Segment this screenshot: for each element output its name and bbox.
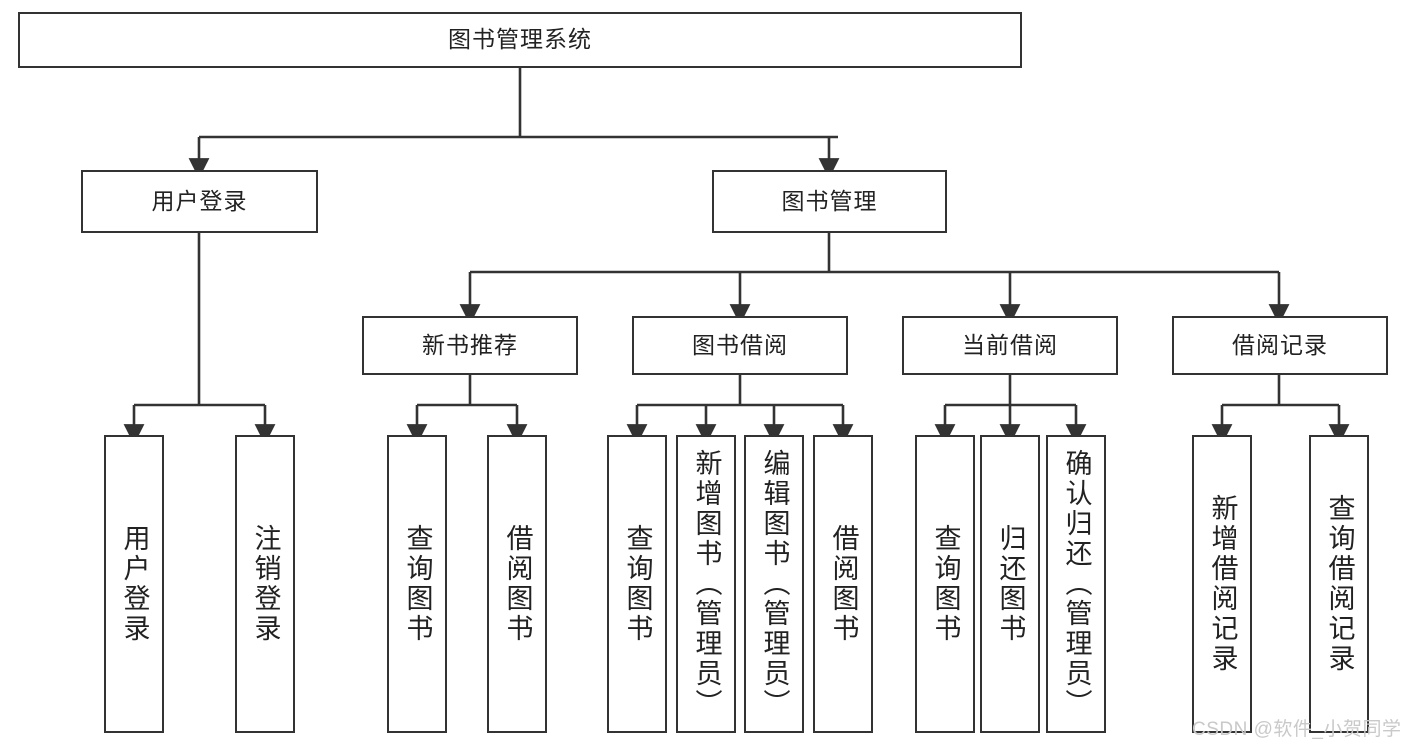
node-label: 图书管理系统 [448, 26, 592, 53]
node-leaf-confirm-return-admin[interactable]: 确认归还（管理员） [1046, 435, 1106, 733]
node-label: 确认归还（管理员） [1061, 449, 1092, 719]
node-leaf-user-login[interactable]: 用户登录 [104, 435, 164, 733]
node-label: 新增图书（管理员） [691, 449, 722, 719]
node-leaf-query-book-current[interactable]: 查询图书 [915, 435, 975, 733]
node-leaf-query-book-recommend[interactable]: 查询图书 [387, 435, 447, 733]
node-label: 用户登录 [151, 187, 248, 214]
node-label: 注销登录 [250, 524, 281, 644]
node-label: 查询借阅记录 [1324, 494, 1355, 674]
node-label: 用户登录 [119, 524, 150, 644]
node-leaf-return-book[interactable]: 归还图书 [980, 435, 1040, 733]
node-current-borrow[interactable]: 当前借阅 [902, 316, 1118, 375]
node-label: 当前借阅 [962, 331, 1058, 358]
node-label: 新书推荐 [422, 331, 518, 358]
node-user-login[interactable]: 用户登录 [81, 170, 318, 233]
node-label: 图书管理 [781, 187, 878, 214]
node-leaf-add-book-admin[interactable]: 新增图书（管理员） [676, 435, 736, 733]
node-borrow-record[interactable]: 借阅记录 [1172, 316, 1388, 375]
node-leaf-logout[interactable]: 注销登录 [235, 435, 295, 733]
node-leaf-edit-book-admin[interactable]: 编辑图书（管理员） [744, 435, 804, 733]
node-root-book-management-system[interactable]: 图书管理系统 [18, 12, 1022, 68]
node-leaf-add-borrow-record[interactable]: 新增借阅记录 [1192, 435, 1252, 733]
node-leaf-borrow-book-recommend[interactable]: 借阅图书 [487, 435, 547, 733]
node-label: 查询图书 [622, 524, 653, 644]
node-new-book-recommend[interactable]: 新书推荐 [362, 316, 578, 375]
node-label: 借阅图书 [828, 524, 859, 644]
node-leaf-query-book-borrow[interactable]: 查询图书 [607, 435, 667, 733]
node-label: 新增借阅记录 [1207, 494, 1238, 674]
node-label: 图书借阅 [692, 331, 788, 358]
node-book-borrow[interactable]: 图书借阅 [632, 316, 848, 375]
node-label: 借阅图书 [502, 524, 533, 644]
node-label: 借阅记录 [1232, 331, 1328, 358]
node-book-management[interactable]: 图书管理 [712, 170, 947, 233]
csdn-watermark: CSDN @软件_小贺同学 [1192, 719, 1402, 740]
node-label: 归还图书 [995, 524, 1026, 644]
node-label: 编辑图书（管理员） [759, 449, 790, 719]
node-leaf-borrow-book[interactable]: 借阅图书 [813, 435, 873, 733]
node-label: 查询图书 [930, 524, 961, 644]
node-label: 查询图书 [402, 524, 433, 644]
node-leaf-query-borrow-record[interactable]: 查询借阅记录 [1309, 435, 1369, 733]
